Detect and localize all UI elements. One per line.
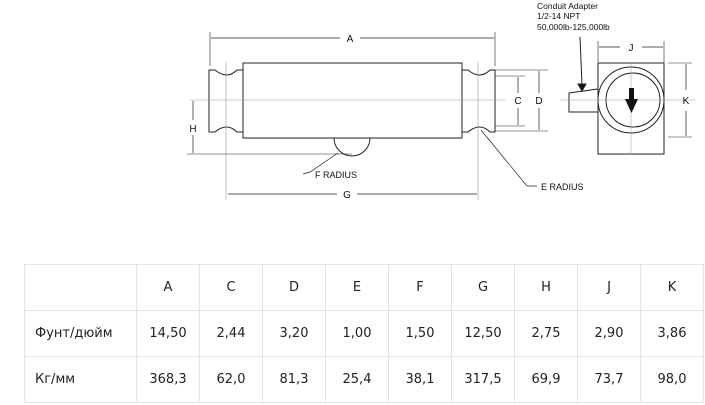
table-header-row: A C D E F G H J K xyxy=(24,264,704,311)
dimensions-table: A C D E F G H J K Фунт/дюйм 14,50 2,44 3… xyxy=(24,264,704,403)
table-cell: 317,5 xyxy=(451,356,515,403)
table-row: Фунт/дюйм 14,50 2,44 3,20 1,00 1,50 12,5… xyxy=(24,310,704,357)
dim-a-label: A xyxy=(347,34,354,45)
e-radius-label: E RADIUS xyxy=(541,182,584,192)
dim-c-label: C xyxy=(514,96,521,107)
adapter-note-2: 1/2-14 NPT xyxy=(537,11,580,21)
table-cell: 38,1 xyxy=(388,356,452,403)
table-cell: 2,44 xyxy=(199,310,263,357)
f-radius-label: F RADIUS xyxy=(315,170,357,180)
row-label: Кг/мм xyxy=(24,356,137,403)
table-cell: 3,86 xyxy=(640,310,704,357)
dim-d-label: D xyxy=(535,96,542,107)
dim-k-label: K xyxy=(683,96,690,107)
table-cell: 1,00 xyxy=(325,310,389,357)
table-cell: 81,3 xyxy=(262,356,326,403)
header-cell: K xyxy=(640,264,704,311)
header-cell: F xyxy=(388,264,452,311)
header-cell: G xyxy=(451,264,515,311)
row-label: Фунт/дюйм xyxy=(24,310,137,357)
header-cell: A xyxy=(136,264,200,311)
header-cell: C xyxy=(199,264,263,311)
conduit-adapter xyxy=(568,88,599,113)
header-cell xyxy=(24,264,137,311)
header-cell: H xyxy=(514,264,578,311)
table-cell: 12,50 xyxy=(451,310,515,357)
dim-j-label: J xyxy=(629,43,634,54)
table-cell: 73,7 xyxy=(577,356,641,403)
table-cell: 25,4 xyxy=(325,356,389,403)
table-cell: 62,0 xyxy=(199,356,263,403)
adapter-note-1: Conduit Adapter xyxy=(537,1,598,11)
cell-body xyxy=(242,62,463,139)
left-end-cap xyxy=(208,69,244,133)
table-cell: 14,50 xyxy=(136,310,200,357)
table-cell: 2,90 xyxy=(577,310,641,357)
header-cell: E xyxy=(325,264,389,311)
table-cell: 368,3 xyxy=(136,356,200,403)
dim-h-label: H xyxy=(189,124,196,135)
dim-g-label: G xyxy=(343,190,351,201)
table-cell: 3,20 xyxy=(262,310,326,357)
right-end-cap xyxy=(461,69,496,133)
table-row: Кг/мм 368,3 62,0 81,3 25,4 38,1 317,5 69… xyxy=(24,356,704,403)
table-cell: 69,9 xyxy=(514,356,578,403)
table-cell: 98,0 xyxy=(640,356,704,403)
table-cell: 1,50 xyxy=(388,310,452,357)
header-cell: J xyxy=(577,264,641,311)
header-cell: D xyxy=(262,264,326,311)
load-cell-drawing: A G H C D J K F RADIUS E RADIUS Conduit … xyxy=(187,1,695,201)
adapter-note-3: 50,000lb-125,000lb xyxy=(537,22,610,32)
f-radius-bump xyxy=(333,137,371,157)
table-cell: 2,75 xyxy=(514,310,578,357)
